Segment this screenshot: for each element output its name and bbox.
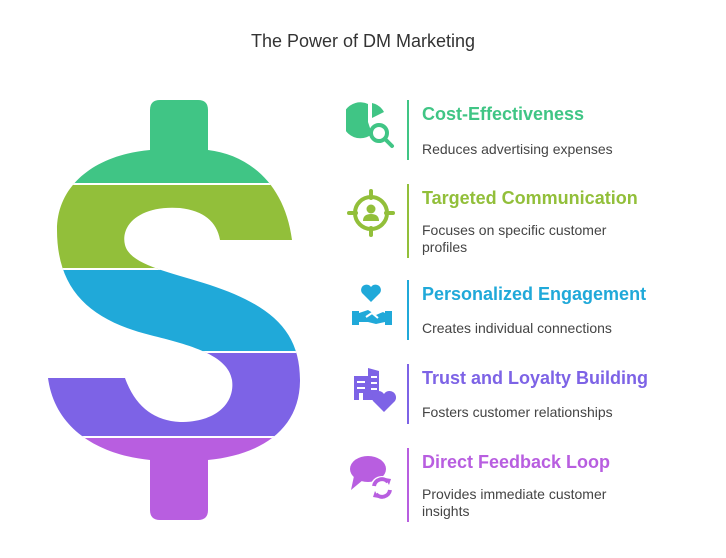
chat-refresh-icon — [350, 456, 394, 500]
dollar-band-1 — [48, 100, 300, 184]
divider-bar — [407, 448, 409, 522]
item-cost-effectiveness: Cost-Effectiveness Reduces advertising e… — [340, 100, 720, 160]
item-direct-feedback: Direct Feedback Loop Provides immediate … — [340, 448, 720, 522]
divider-bar — [407, 184, 409, 258]
heart-handshake-icon — [352, 284, 392, 325]
dollar-band-5 — [48, 437, 300, 520]
dollar-band-4 — [48, 352, 300, 437]
divider-bar — [407, 280, 409, 340]
divider-bar — [407, 100, 409, 160]
dollar-sign-graphic — [48, 100, 300, 520]
item-description: Fosters customer relationships — [422, 404, 613, 420]
item-description: Creates individual connections — [422, 320, 612, 336]
item-title: Cost-Effectiveness — [422, 104, 585, 124]
pie-chart-search-icon — [346, 102, 394, 148]
item-description: Reduces advertising expenses — [422, 141, 613, 157]
divider-bar — [407, 364, 409, 424]
item-title: Direct Feedback Loop — [422, 452, 611, 472]
item-title: Targeted Communication — [422, 188, 638, 208]
target-user-icon — [347, 189, 395, 237]
item-trust-loyalty: Trust and Loyalty Building Fosters custo… — [340, 364, 720, 424]
building-heart-icon — [354, 368, 396, 412]
dollar-band-2 — [48, 184, 300, 269]
item-targeted-communication: Targeted Communication Focuses on specif… — [340, 184, 720, 258]
item-description: Focuses on specific customer profiles — [422, 222, 607, 255]
item-description: Provides immediate customer insights — [422, 486, 607, 519]
item-personalized-engagement: Personalized Engagement Creates individu… — [340, 280, 720, 340]
item-title: Trust and Loyalty Building — [422, 368, 649, 388]
dollar-band-3 — [48, 269, 300, 352]
page-title: The Power of DM Marketing — [250, 31, 476, 51]
item-title: Personalized Engagement — [422, 284, 647, 304]
